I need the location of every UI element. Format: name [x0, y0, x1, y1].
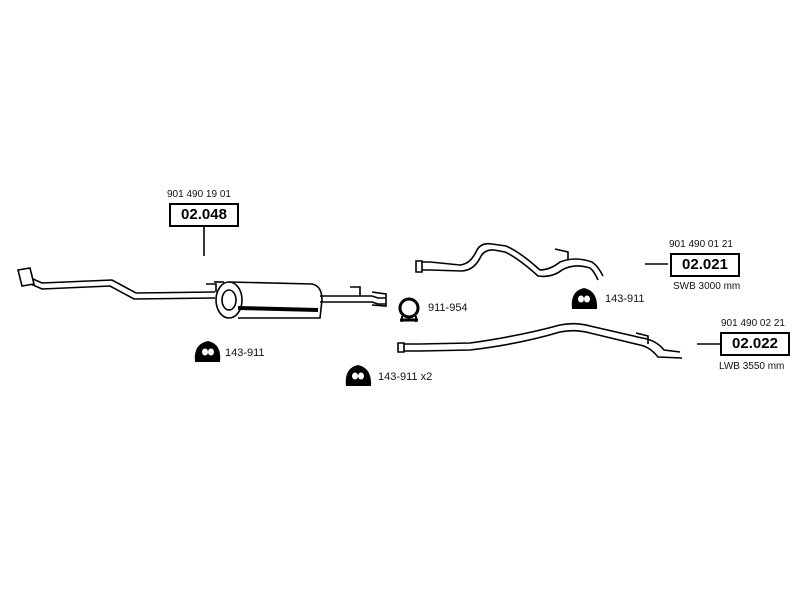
accessory-label-mount-3[interactable]: 143-911 — [605, 293, 645, 305]
rear-pipe-swb — [415, 242, 668, 281]
rear-pipe-lwb — [397, 322, 720, 359]
part-code-02021[interactable]: 02.021 — [670, 253, 740, 277]
oem-number-02022: 901 490 02 21 — [721, 318, 785, 329]
accessory-label-mount-1[interactable]: 143-911 — [225, 347, 265, 359]
rubber-mount-icon — [194, 341, 221, 362]
oem-number-02048: 901 490 19 01 — [167, 189, 231, 200]
note-swb: SWB 3000 mm — [673, 281, 741, 292]
clamp-icon — [398, 297, 420, 322]
accessory-label-mount-2[interactable]: 143-911 x2 — [378, 371, 433, 383]
accessory-label-clamp[interactable]: 911-954 — [428, 302, 468, 314]
note-lwb: LWB 3550 mm — [719, 361, 785, 372]
front-pipe-with-silencer — [17, 226, 387, 319]
oem-number-02021: 901 490 01 21 — [669, 239, 733, 250]
rubber-mount-icon — [571, 288, 598, 309]
part-code-02022[interactable]: 02.022 — [720, 332, 790, 356]
rubber-mount-icon — [345, 365, 372, 386]
part-code-02048[interactable]: 02.048 — [169, 203, 239, 227]
